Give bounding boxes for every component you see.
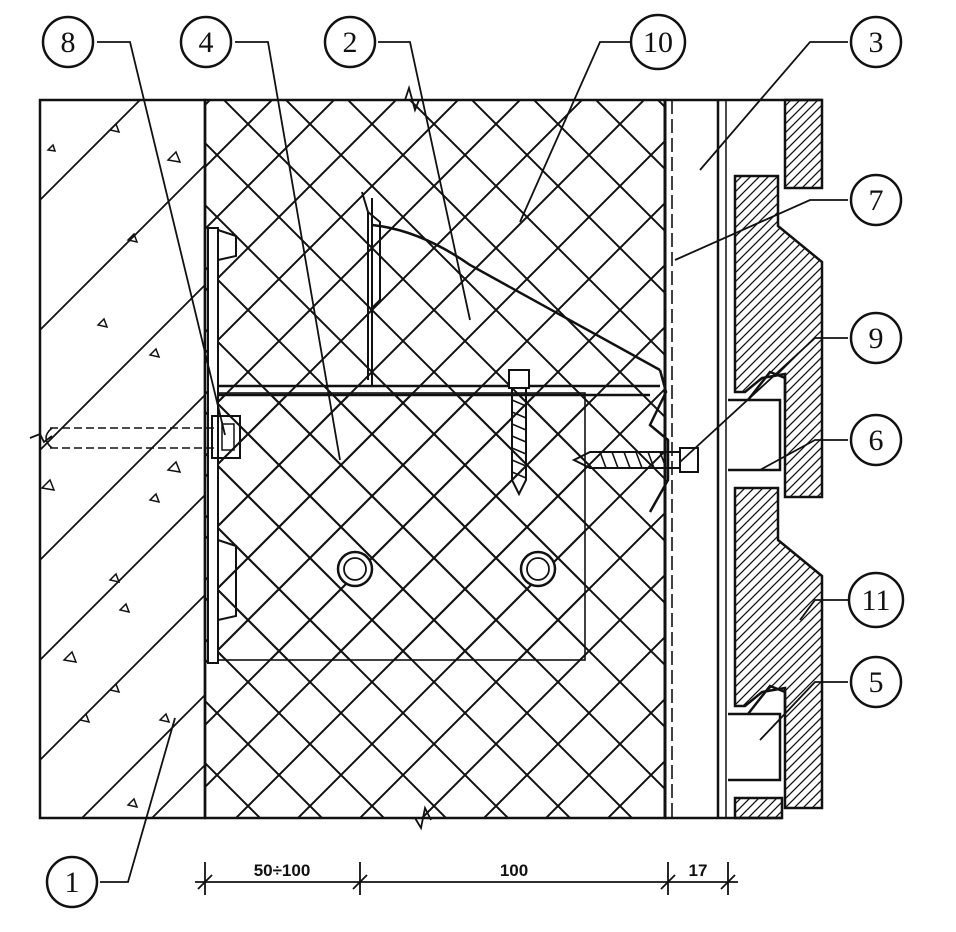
svg-text:1: 1 (65, 866, 80, 899)
dimension-label-insulation: 100 (500, 861, 528, 880)
bracket-assembly (45, 191, 699, 664)
dimension-label-air-gap: 17 (689, 861, 708, 880)
callout-6: 6 (849, 413, 903, 467)
callout-8: 8 (41, 15, 95, 69)
insulation-layer (203, 98, 667, 820)
callout-11: 11 (847, 571, 905, 629)
bracket-hole-right (519, 550, 557, 588)
svg-text:8: 8 (61, 26, 76, 59)
callout-3: 3 (849, 15, 903, 69)
callout-10: 10 (629, 13, 687, 71)
svg-text:11: 11 (862, 584, 891, 617)
svg-text:10: 10 (643, 26, 673, 59)
callout-9: 9 (849, 311, 903, 365)
concrete-wall (38, 98, 207, 820)
callouts: 8 4 2 10 3 7 9 6 (41, 13, 905, 909)
svg-text:7: 7 (869, 184, 884, 217)
leader-lines (97, 41, 848, 883)
svg-text:2: 2 (343, 26, 358, 59)
break-mark-left (29, 432, 53, 444)
svg-text:6: 6 (869, 424, 884, 457)
bracket-hole-left (336, 550, 374, 588)
svg-text:3: 3 (869, 26, 884, 59)
callout-5: 5 (849, 655, 903, 709)
callout-1: 1 (45, 855, 99, 909)
svg-text:4: 4 (199, 26, 214, 59)
wind-membrane (663, 100, 673, 818)
svg-text:5: 5 (869, 666, 884, 699)
callout-7: 7 (849, 173, 903, 227)
dimension-line (195, 862, 738, 895)
callout-4: 4 (179, 15, 233, 69)
callout-2: 2 (323, 15, 377, 69)
break-mark-bottom (414, 805, 432, 831)
air-gap (665, 98, 822, 820)
aggregate-marks (40, 122, 182, 809)
break-mark-top (404, 84, 420, 113)
cladding-boards (728, 98, 824, 820)
svg-text:9: 9 (869, 322, 884, 355)
dimension-label-gap: 50÷100 (254, 861, 311, 880)
